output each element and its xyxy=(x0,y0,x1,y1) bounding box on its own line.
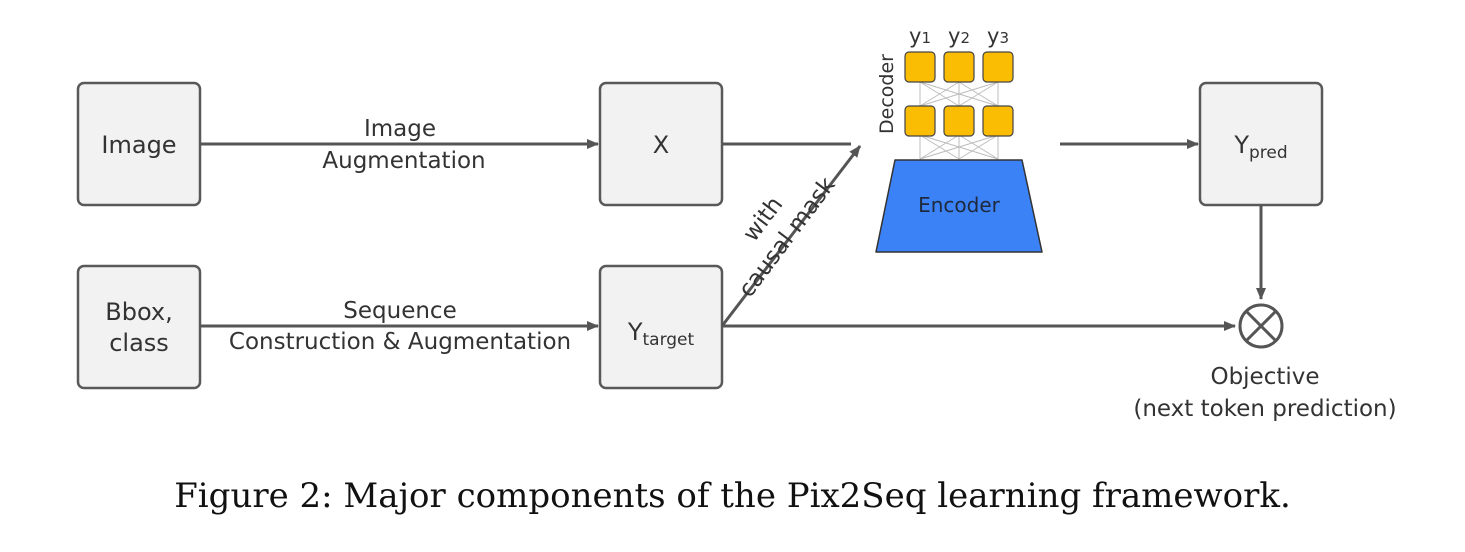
output-token-label-2: y2 xyxy=(948,24,970,48)
ytarget-to-decoder-arrow xyxy=(720,145,862,327)
bbox-class-label-line2: class xyxy=(109,329,169,357)
objective-label-line2: (next token prediction) xyxy=(1133,396,1396,422)
encoder-label: Encoder xyxy=(918,193,1001,217)
decoder-hidden-token-2 xyxy=(943,105,975,137)
decoder-output-token-3 xyxy=(982,51,1014,83)
sequence-construction-label-line2: Construction & Augmentation xyxy=(229,329,571,355)
x-node: X xyxy=(598,81,724,207)
decoder-hidden-token-1 xyxy=(904,105,936,137)
decoder-label: Decoder xyxy=(876,54,898,134)
image-augmentation-label-line2: Augmentation xyxy=(322,148,485,174)
figure-caption: Figure 2: Major components of the Pix2Se… xyxy=(174,476,1291,516)
y-pred-label: Ypred xyxy=(1233,131,1287,163)
decoder-hidden-token-3 xyxy=(982,105,1014,137)
sequence-construction-label-line1: Sequence xyxy=(343,298,456,324)
output-token-label-1: y1 xyxy=(909,24,931,48)
y-target-subscript: target xyxy=(642,330,694,350)
y-target-main: Y xyxy=(627,318,643,346)
objective-node: Objective (next token prediction) xyxy=(1133,303,1397,422)
transformer-model: y1 y2 y3 Decoder Encoder xyxy=(875,24,1043,253)
bbox-class-node: Bbox, class xyxy=(76,264,202,390)
decoder-output-token-2 xyxy=(943,51,975,83)
x-node-label: X xyxy=(653,131,669,159)
bbox-class-label-line1: Bbox, xyxy=(105,298,172,326)
encoder-block xyxy=(875,159,1043,253)
y-pred-subscript: pred xyxy=(1249,143,1288,163)
y-pred-node: Ypred xyxy=(1198,81,1324,207)
image-augmentation-label-line1: Image xyxy=(364,116,436,142)
image-node-label: Image xyxy=(101,131,176,159)
y-pred-main: Y xyxy=(1233,131,1249,159)
causal-mask-label: with causal mask xyxy=(734,172,841,302)
y-target-label: Ytarget xyxy=(627,318,695,350)
decoder-connections xyxy=(919,81,999,160)
image-node: Image xyxy=(76,81,202,207)
y-target-node: Ytarget xyxy=(598,264,724,390)
output-token-label-3: y3 xyxy=(987,24,1009,48)
decoder-output-token-1 xyxy=(904,51,936,83)
objective-label-line1: Objective xyxy=(1210,364,1319,390)
